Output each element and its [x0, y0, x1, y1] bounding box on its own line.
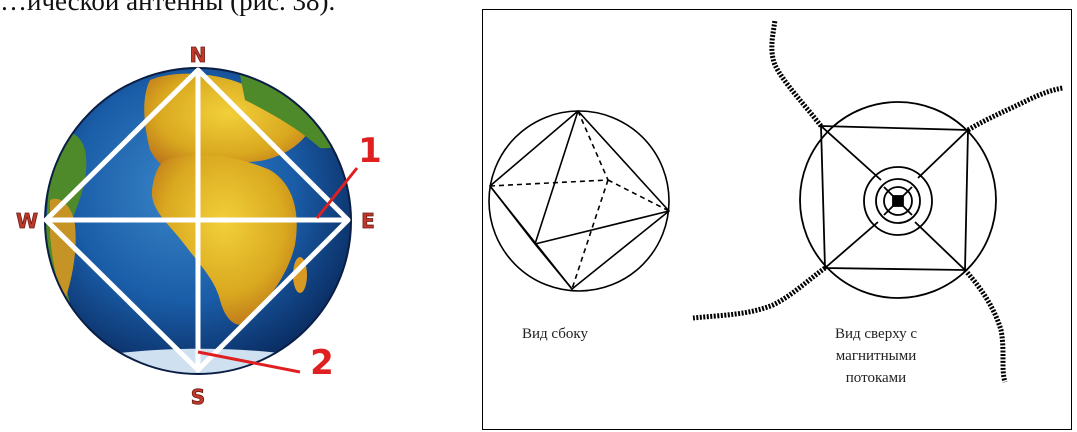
antenna-diagram-svg: Вид сбоку Вид сверху с магнитными потока…	[483, 10, 1070, 428]
antenna-diagram-panel: Вид сбоку Вид сверху с магнитными потока…	[482, 9, 1072, 430]
cropped-page-text: …ической антенны (рис. 38).	[0, 0, 470, 16]
caption-top-view-line3: потоками	[846, 370, 906, 386]
compass-north: N	[190, 43, 207, 67]
globe-figure: N S W E 1 2	[0, 30, 480, 432]
compass-south: S	[191, 385, 205, 409]
caption-side-view: Вид сбоку	[522, 326, 588, 342]
caption-top-view-line1: Вид сверху с	[835, 326, 917, 342]
caption-top-view-line2: магнитными	[836, 348, 916, 364]
side-view-octahedron	[489, 111, 669, 291]
callout-1-label: 1	[358, 131, 382, 171]
compass-east: E	[361, 209, 375, 233]
callout-2-label: 2	[310, 343, 334, 383]
compass-west: W	[16, 209, 38, 233]
globe-svg: N S W E 1 2	[0, 30, 480, 432]
